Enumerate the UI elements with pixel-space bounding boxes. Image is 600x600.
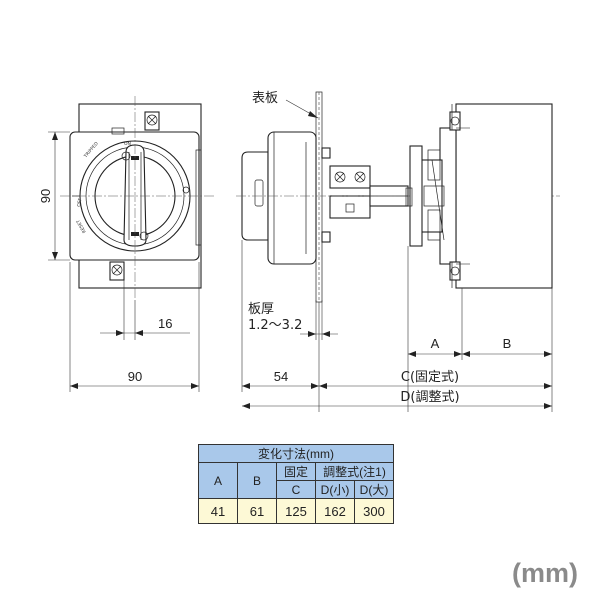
dimension-depth-54: 54	[241, 240, 320, 412]
table-header-d-large: D(大)	[354, 480, 394, 499]
dimension-offset-16: 16	[100, 280, 190, 340]
depth-dimension-value: 54	[274, 369, 288, 384]
table-header-b: B	[237, 462, 277, 499]
dimension-width-90: 90	[69, 262, 200, 392]
width-dimension-value: 90	[128, 369, 142, 384]
dimension-table: 変化寸法(mm) A B 固定 調整式(注1) C D(小) D(大) 41 6…	[198, 444, 394, 524]
side-view	[236, 91, 560, 303]
plate-thickness-label: 板厚 1.2～3.2	[248, 300, 338, 340]
table-header-adjustable: 調整式(注1)	[315, 462, 394, 481]
table-header-c: C	[276, 480, 316, 499]
dial-mark-off: OFF	[76, 197, 83, 207]
panel-label-text: 表板	[252, 91, 278, 106]
offset-dimension-value: 16	[158, 316, 172, 331]
technical-drawing: ON TRIPPED OFF RESET 90 16 90	[38, 91, 560, 412]
dimension-c-label: C(固定式)	[401, 370, 459, 385]
dimension-a-b: A B	[407, 246, 553, 412]
table-header-d-small: D(小)	[315, 480, 355, 499]
dimension-b-label: B	[503, 336, 512, 351]
table-cell-d-large: 300	[354, 498, 394, 524]
plate-thickness-range: 1.2～3.2	[248, 318, 302, 333]
table-cell-c: 125	[276, 498, 316, 524]
table-cell-d-small: 162	[315, 498, 355, 524]
dimension-d-label: D(調整式)	[400, 390, 459, 405]
dimension-a-label: A	[431, 336, 440, 351]
table-cell-b: 61	[237, 498, 277, 524]
height-dimension-value: 90	[38, 189, 53, 203]
panel-label: 表板	[252, 91, 319, 119]
plate-thickness-text: 板厚	[248, 302, 274, 317]
table-title: 変化寸法(mm)	[198, 444, 394, 463]
breaker-side-view	[405, 103, 553, 289]
unit-label: (mm)	[512, 558, 578, 588]
table-cell-a: 41	[198, 498, 238, 524]
dial-mark-on: ON	[124, 141, 131, 147]
table-header-a: A	[198, 462, 238, 499]
dimension-c-d: C(固定式) D(調整式)	[242, 370, 552, 409]
table-header-fixed: 固定	[276, 462, 316, 481]
front-view: ON TRIPPED OFF RESET	[60, 96, 215, 300]
dimension-height-90: 90	[38, 131, 70, 261]
